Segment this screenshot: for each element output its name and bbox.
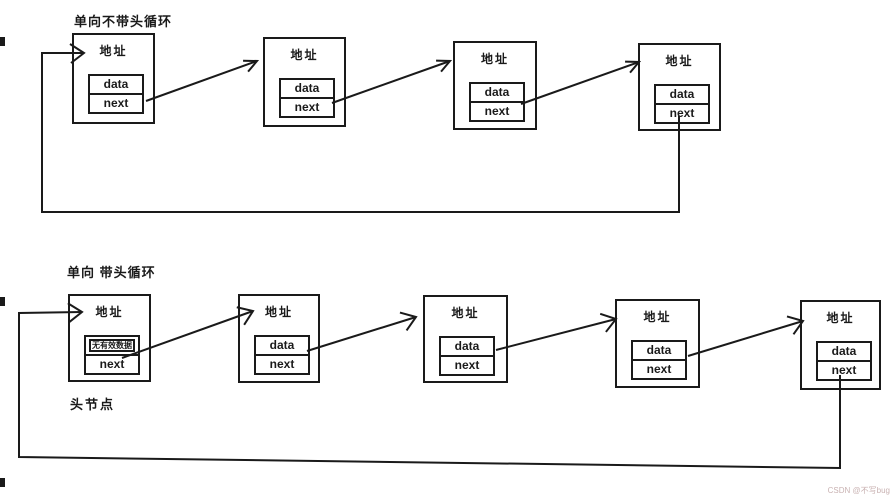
d1-arrow-2to3 xyxy=(331,61,450,104)
diagram1-title: 单向不带头循环 xyxy=(74,14,173,29)
left-edge-artifact xyxy=(0,37,5,46)
address-label: 地址 xyxy=(95,305,124,319)
data-cell: data xyxy=(469,82,525,103)
next-cell: next xyxy=(279,97,335,118)
head-node-caption: 头节点 xyxy=(70,397,116,412)
address-label: 地址 xyxy=(99,44,128,58)
data-cell: data xyxy=(654,84,710,105)
next-cell: next xyxy=(84,354,140,375)
address-label: 地址 xyxy=(826,311,855,325)
csdn-watermark: CSDN @不写bug xyxy=(827,486,890,495)
address-label: 地址 xyxy=(643,310,672,324)
next-cell: next xyxy=(654,103,710,124)
data-cell: data xyxy=(439,336,495,357)
address-label: 地址 xyxy=(264,305,293,319)
d1-node-4: 地址 data next xyxy=(638,43,721,131)
d2-node-5: 地址 data next xyxy=(800,300,881,390)
d2-node-2: 地址 data next xyxy=(238,294,320,383)
node-cells: data next xyxy=(439,336,495,376)
d2-node-3: 地址 data next xyxy=(423,295,508,383)
d1-node-3: 地址 data next xyxy=(453,41,537,130)
data-cell: 无有效数据 xyxy=(84,335,140,356)
node-cells: data next xyxy=(254,335,310,375)
d2-arrow-3to4 xyxy=(495,312,618,351)
d2-node-4: 地址 data next xyxy=(615,299,700,388)
node-cells: data next xyxy=(654,84,710,124)
address-label: 地址 xyxy=(290,48,319,62)
next-cell: next xyxy=(88,93,144,114)
address-label: 地址 xyxy=(480,52,509,66)
d1-node-1: 地址 data next xyxy=(72,33,155,124)
next-cell: next xyxy=(816,360,872,381)
data-cell: data xyxy=(279,78,335,99)
d1-arrow-1to2 xyxy=(145,61,257,102)
next-cell: next xyxy=(469,101,525,122)
next-cell: next xyxy=(254,354,310,375)
data-cell: data xyxy=(254,335,310,356)
next-cell: next xyxy=(631,359,687,380)
node-cells: data next xyxy=(469,82,525,122)
left-edge-artifact xyxy=(0,297,5,306)
node-cells: 无有效数据 next xyxy=(84,335,140,375)
node-cells: data next xyxy=(279,78,335,118)
no-valid-data-box: 无有效数据 xyxy=(89,339,135,352)
d1-arrow-3to4 xyxy=(520,62,639,105)
data-cell: data xyxy=(631,340,687,361)
left-edge-artifact xyxy=(0,478,5,487)
node-cells: data next xyxy=(631,340,687,380)
d2-arrow-2to3 xyxy=(306,311,418,352)
d1-node-2: 地址 data next xyxy=(263,37,346,127)
d2-head-node: 地址 无有效数据 next xyxy=(68,294,151,382)
d2-arrow-4to5 xyxy=(687,315,805,357)
data-cell: data xyxy=(88,74,144,95)
address-label: 地址 xyxy=(451,306,480,320)
data-cell: data xyxy=(816,341,872,362)
diagram2-title: 单向 带头循环 xyxy=(67,265,156,280)
node-cells: data next xyxy=(88,74,144,114)
address-label: 地址 xyxy=(665,54,694,68)
next-cell: next xyxy=(439,355,495,376)
node-cells: data next xyxy=(816,341,872,381)
